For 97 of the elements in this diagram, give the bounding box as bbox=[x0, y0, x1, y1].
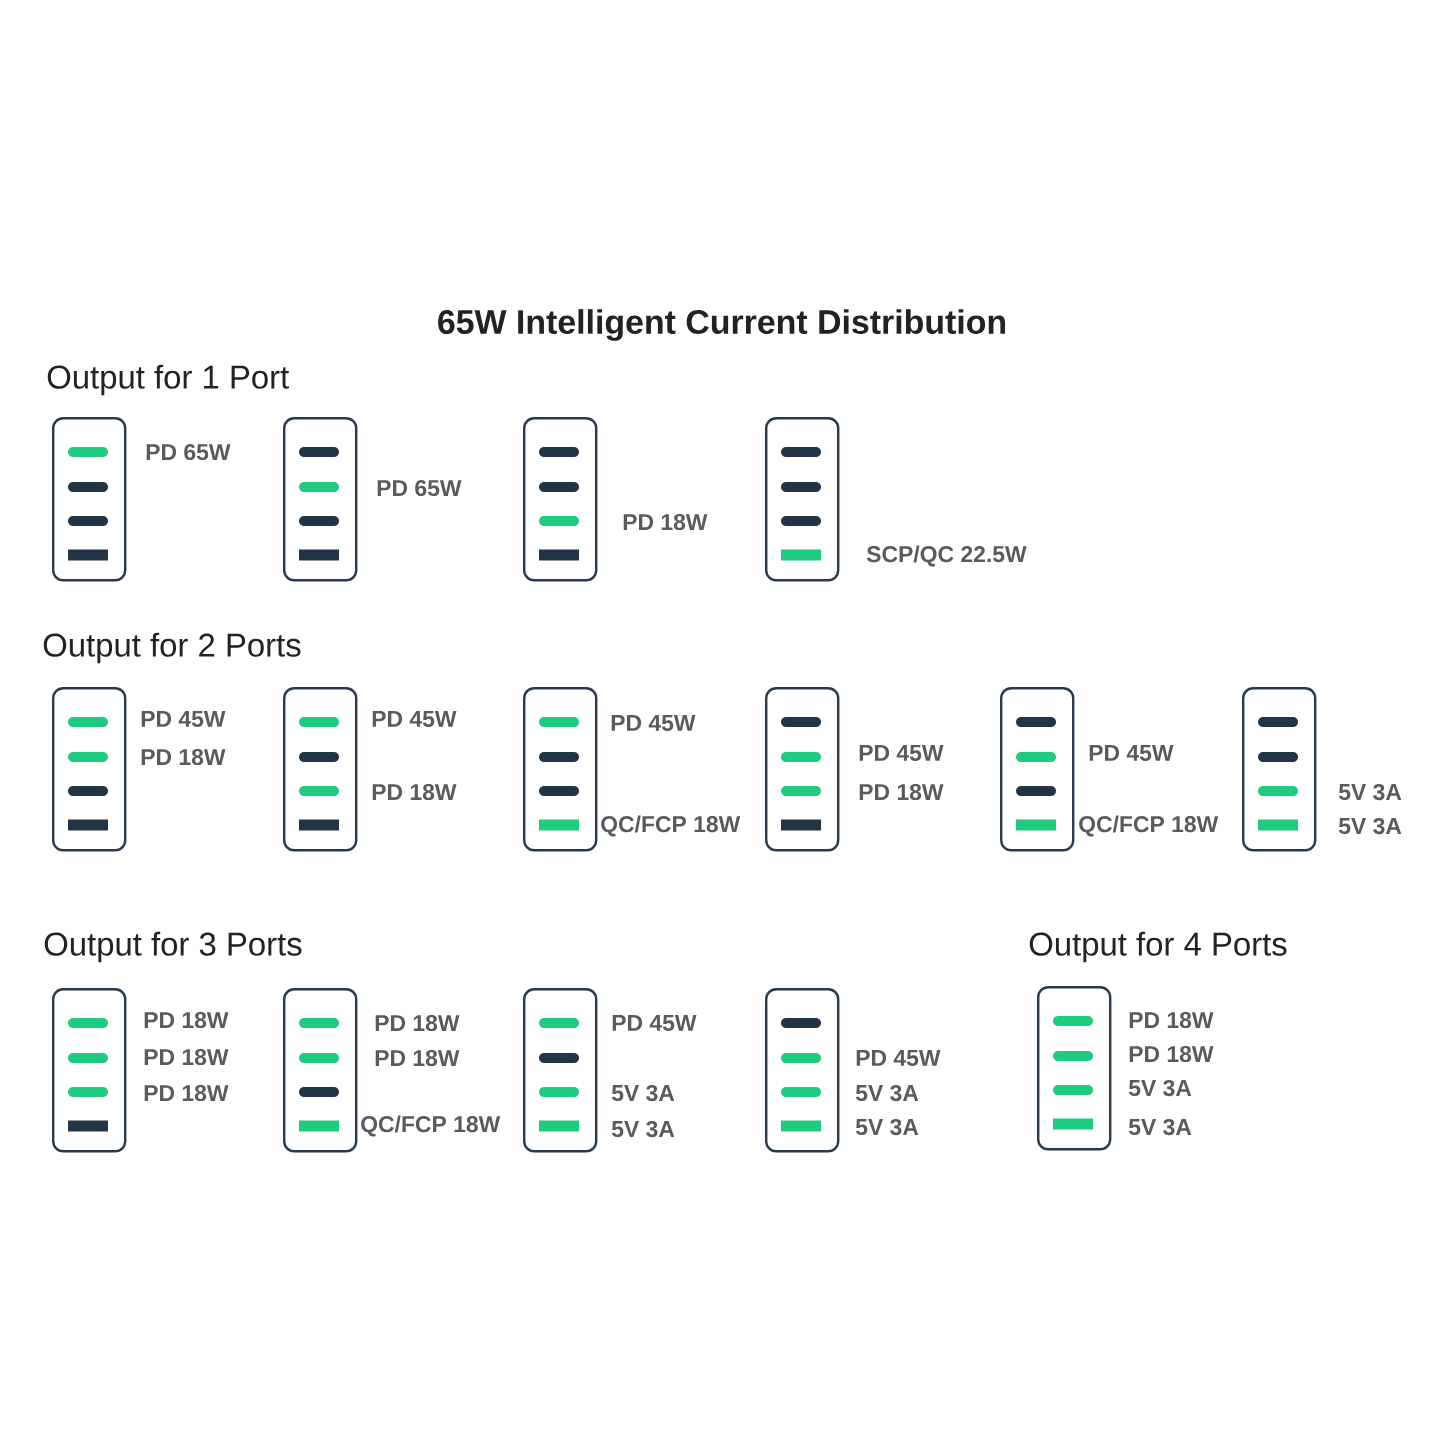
port-label: PD 18W bbox=[141, 748, 226, 766]
usb-c-port bbox=[539, 717, 579, 727]
port-label: 5V 3A bbox=[855, 1118, 919, 1136]
usb-c-port bbox=[68, 1018, 108, 1028]
usb-a-port bbox=[68, 819, 108, 831]
usb-a-port bbox=[1016, 819, 1056, 831]
usb-c-port bbox=[539, 516, 579, 526]
port-label: 5V 3A bbox=[1338, 783, 1402, 801]
port-label: PD 18W bbox=[372, 783, 457, 801]
usb-a-port bbox=[539, 819, 579, 831]
usb-c-port bbox=[1016, 786, 1056, 796]
port-label: QC/FCP 18W bbox=[601, 815, 741, 837]
usb-c-port bbox=[68, 752, 108, 762]
usb-a-port bbox=[1053, 1118, 1093, 1130]
usb-c-port bbox=[1258, 717, 1298, 727]
usb-c-port bbox=[1016, 717, 1056, 727]
port-label: 5V 3A bbox=[855, 1084, 919, 1102]
usb-c-port bbox=[781, 1053, 821, 1063]
port-label: 5V 3A bbox=[1128, 1118, 1192, 1136]
usb-c-port bbox=[299, 482, 339, 492]
usb-c-port bbox=[1053, 1016, 1093, 1026]
port-label: PD 18W bbox=[623, 513, 708, 531]
usb-a-port bbox=[299, 819, 339, 831]
usb-a-port bbox=[1258, 819, 1298, 831]
port-label: 5V 3A bbox=[1128, 1079, 1192, 1097]
usb-c-port bbox=[68, 1053, 108, 1063]
port-label: PD 45W bbox=[856, 1050, 941, 1066]
usb-c-port bbox=[299, 1018, 339, 1028]
port-label: PD 45W bbox=[612, 1015, 697, 1031]
section-heading: Output for 2 Ports bbox=[43, 632, 301, 664]
section-heading: Output for 4 Ports bbox=[1029, 931, 1287, 963]
usb-c-port bbox=[539, 1053, 579, 1063]
port-label: PD 45W bbox=[859, 745, 944, 761]
port-label: 5V 3A bbox=[611, 1084, 675, 1102]
usb-a-port bbox=[299, 549, 339, 561]
port-label: 5V 3A bbox=[1338, 817, 1402, 835]
usb-c-port bbox=[539, 752, 579, 762]
port-label: PD 18W bbox=[375, 1049, 460, 1067]
usb-c-port bbox=[539, 786, 579, 796]
usb-a-port bbox=[68, 549, 108, 561]
usb-a-port bbox=[781, 549, 821, 561]
usb-a-port bbox=[539, 549, 579, 561]
usb-c-port bbox=[1258, 752, 1298, 762]
usb-c-port bbox=[68, 447, 108, 457]
usb-a-port bbox=[781, 1120, 821, 1132]
port-label: PD 18W bbox=[144, 1011, 229, 1029]
usb-c-port bbox=[299, 1053, 339, 1063]
port-label: PD 18W bbox=[144, 1048, 229, 1066]
port-label: PD 45W bbox=[141, 711, 226, 727]
usb-c-port bbox=[299, 1087, 339, 1097]
usb-c-port bbox=[781, 786, 821, 796]
port-label: PD 45W bbox=[1089, 745, 1174, 761]
usb-a-port bbox=[299, 1120, 339, 1132]
usb-c-port bbox=[1016, 752, 1056, 762]
usb-c-port bbox=[299, 752, 339, 762]
usb-c-port bbox=[781, 1018, 821, 1028]
port-label: PD 65W bbox=[146, 443, 231, 461]
port-label: PD 65W bbox=[377, 479, 462, 497]
port-label: PD 18W bbox=[1129, 1045, 1214, 1063]
port-label: SCP/QC 22.5W bbox=[866, 545, 1027, 567]
usb-c-port bbox=[781, 752, 821, 762]
usb-c-port bbox=[68, 786, 108, 796]
usb-c-port bbox=[1053, 1085, 1093, 1095]
section-heading: Output for 3 Ports bbox=[44, 931, 302, 963]
section-heading: Output for 1 Port bbox=[47, 364, 289, 396]
port-label: QC/FCP 18W bbox=[361, 1115, 501, 1137]
port-label: PD 45W bbox=[372, 711, 457, 727]
usb-a-port bbox=[68, 1120, 108, 1132]
usb-c-port bbox=[68, 1087, 108, 1097]
usb-c-port bbox=[539, 482, 579, 492]
usb-a-port bbox=[539, 1120, 579, 1132]
title: 65W Intelligent Current Distribution bbox=[438, 309, 1006, 341]
port-label: PD 18W bbox=[375, 1014, 460, 1032]
usb-c-port bbox=[299, 786, 339, 796]
usb-a-port bbox=[781, 819, 821, 831]
usb-c-port bbox=[68, 717, 108, 727]
port-label: 5V 3A bbox=[611, 1120, 675, 1138]
port-label: PD 18W bbox=[859, 783, 944, 801]
usb-c-port bbox=[781, 482, 821, 492]
usb-c-port bbox=[539, 1087, 579, 1097]
usb-c-port bbox=[299, 717, 339, 727]
port-label: QC/FCP 18W bbox=[1079, 815, 1219, 837]
usb-c-port bbox=[539, 447, 579, 457]
usb-c-port bbox=[781, 516, 821, 526]
usb-c-port bbox=[1053, 1051, 1093, 1061]
usb-c-port bbox=[781, 717, 821, 727]
usb-c-port bbox=[299, 447, 339, 457]
port-label: PD 18W bbox=[144, 1084, 229, 1102]
usb-c-port bbox=[781, 447, 821, 457]
usb-c-port bbox=[539, 1018, 579, 1028]
usb-c-port bbox=[68, 482, 108, 492]
usb-c-port bbox=[781, 1087, 821, 1097]
usb-c-port bbox=[299, 516, 339, 526]
usb-c-port bbox=[1258, 786, 1298, 796]
port-label: PD 18W bbox=[1129, 1011, 1214, 1029]
usb-c-port bbox=[68, 516, 108, 526]
port-label: PD 45W bbox=[611, 715, 696, 731]
